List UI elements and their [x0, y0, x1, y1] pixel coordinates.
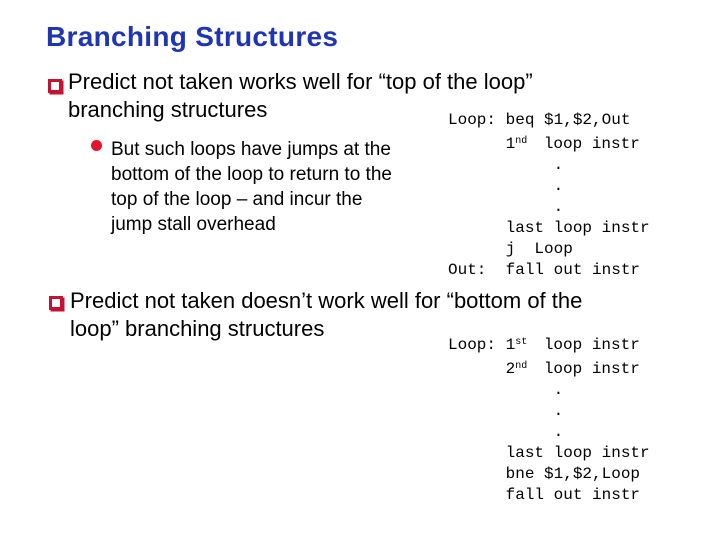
sub-bullet-1-text: But such loops have jumps at the bottom …	[111, 139, 392, 235]
circle-bullet-icon	[91, 140, 102, 151]
square-bullet-icon	[49, 296, 63, 310]
code-block-top-of-loop: Loop: beq $1,$2,Out 1nd loop instr . . .…	[448, 111, 650, 279]
square-bullet-icon	[48, 79, 62, 93]
code-block-bottom-of-loop: Loop: 1st loop instr 2nd loop instr . . …	[448, 336, 650, 504]
slide-title: Branching Structures	[46, 21, 339, 52]
bullet-1-text: Predict not taken works well for “top of…	[68, 69, 533, 122]
bullet-2-text: Predict not taken doesn’t work well for …	[70, 288, 583, 341]
